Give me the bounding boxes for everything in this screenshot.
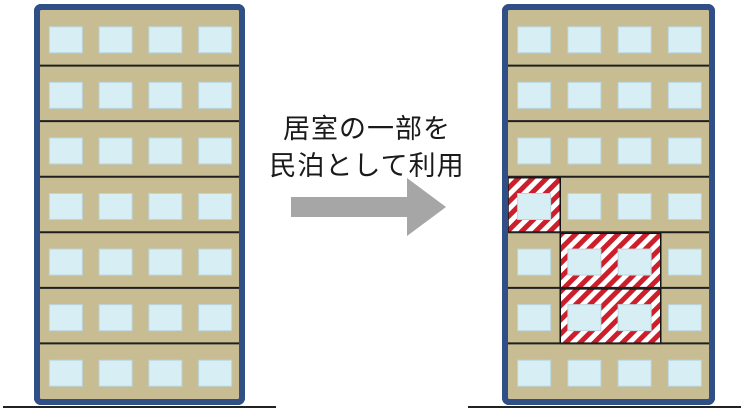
window — [667, 359, 702, 387]
window — [198, 304, 233, 332]
window — [198, 26, 233, 54]
window — [667, 248, 702, 276]
window — [198, 248, 233, 276]
floor — [508, 64, 709, 109]
window — [617, 359, 652, 387]
window — [48, 193, 83, 220]
window — [567, 248, 602, 276]
building-frame — [502, 4, 715, 405]
window — [517, 137, 552, 165]
floor — [48, 26, 233, 54]
window — [567, 81, 602, 109]
window — [98, 248, 133, 276]
floor — [40, 120, 239, 165]
window — [148, 26, 183, 54]
window — [567, 304, 602, 332]
floor — [508, 231, 709, 289]
window — [617, 193, 652, 220]
window — [148, 359, 183, 387]
window — [667, 81, 702, 109]
window — [198, 81, 233, 109]
window — [98, 304, 133, 332]
window — [198, 359, 233, 387]
caption-line-2: 民泊として利用 — [269, 151, 465, 182]
window — [48, 359, 83, 387]
window — [148, 248, 183, 276]
window — [667, 137, 702, 165]
window — [48, 26, 83, 54]
floor — [40, 342, 239, 387]
window — [617, 304, 652, 332]
building-after — [502, 4, 715, 405]
right-arrow-icon — [291, 178, 446, 236]
window — [517, 304, 552, 332]
floor — [40, 286, 239, 332]
window — [617, 81, 652, 109]
window — [48, 304, 83, 332]
floor — [40, 175, 239, 220]
window — [517, 359, 552, 387]
window — [517, 26, 552, 54]
floor — [507, 175, 709, 234]
window — [667, 193, 702, 220]
window — [617, 137, 652, 165]
window — [667, 304, 702, 332]
window — [517, 248, 552, 276]
window — [48, 81, 83, 109]
window — [198, 137, 233, 165]
caption-line-1: 居室の一部を — [283, 114, 451, 145]
window — [148, 81, 183, 109]
window — [98, 81, 133, 109]
window — [567, 193, 602, 220]
window — [98, 193, 133, 220]
window — [567, 359, 602, 387]
window — [48, 137, 83, 165]
window — [148, 304, 183, 332]
window — [667, 26, 702, 54]
window — [98, 26, 133, 54]
floor — [40, 231, 239, 276]
window — [148, 137, 183, 165]
transition-arrow — [291, 178, 446, 236]
window — [198, 193, 233, 220]
floor — [508, 120, 709, 165]
window — [617, 248, 652, 276]
window — [98, 137, 133, 165]
building-before — [34, 4, 245, 405]
window — [517, 81, 552, 109]
window — [567, 26, 602, 54]
window — [148, 193, 183, 220]
window — [617, 26, 652, 54]
window — [517, 193, 552, 220]
floor — [517, 26, 702, 54]
floor — [508, 342, 709, 387]
floor — [40, 64, 239, 109]
building-frame — [34, 4, 245, 405]
window — [567, 137, 602, 165]
window — [98, 359, 133, 387]
window — [48, 248, 83, 276]
floor — [508, 286, 709, 345]
